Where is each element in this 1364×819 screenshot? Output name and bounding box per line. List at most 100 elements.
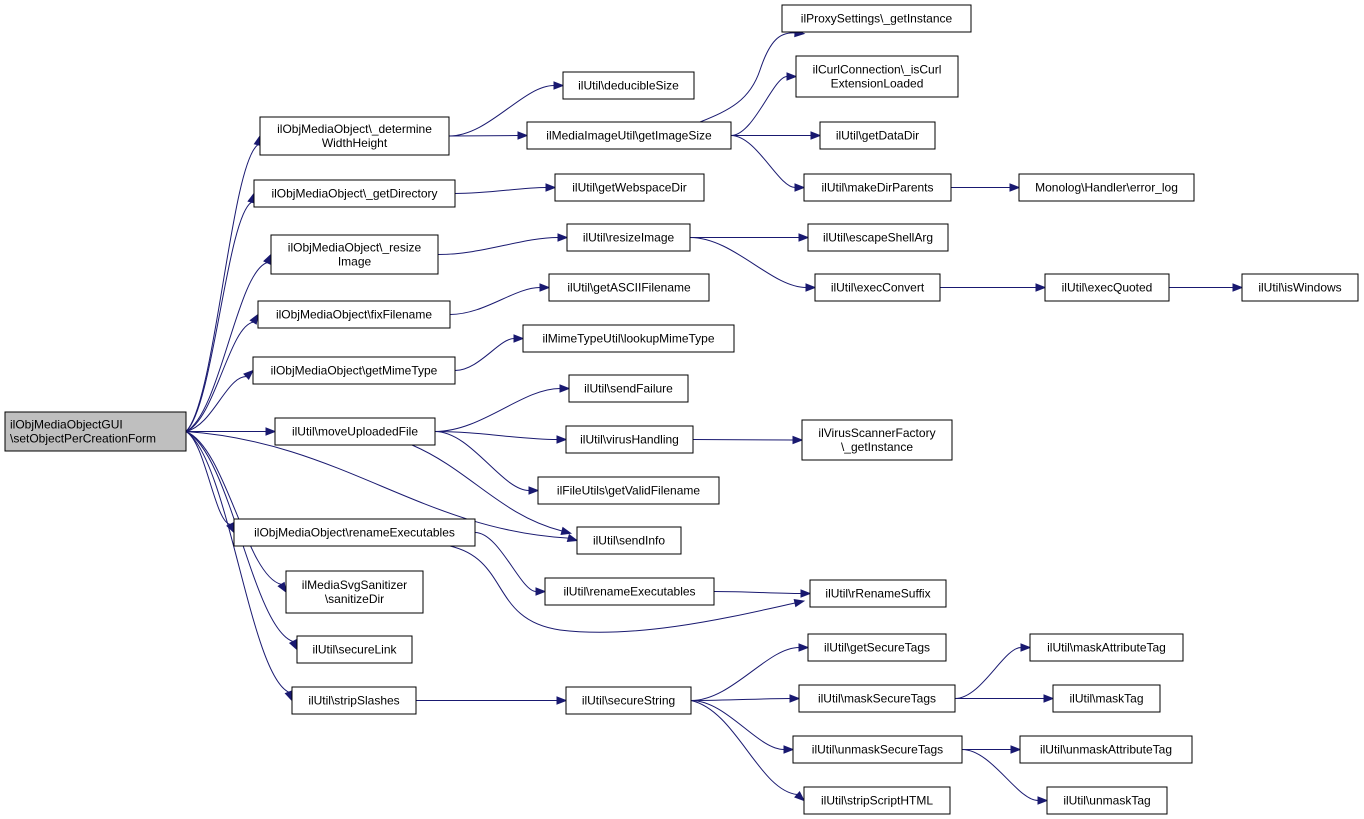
arrowhead — [556, 435, 568, 444]
node-ilutil-sendfailure[interactable]: ilUtil\sendFailure — [568, 374, 689, 403]
node-ilmimetypeutil-lookupmimetype[interactable]: ilMimeTypeUtil\lookupMimeType — [522, 324, 735, 353]
node-ilutil-deduciblesize[interactable]: ilUtil\deducibleSize — [562, 71, 695, 100]
node-ilutil-masktag[interactable]: ilUtil\maskTag — [1052, 684, 1161, 713]
edge-line — [411, 444, 563, 532]
node-ilobjmediaobject-getmimetype[interactable]: ilObjMediaObject\getMimeType — [252, 356, 456, 385]
edge-line — [185, 144, 259, 432]
node-ilutil-unmasktag[interactable]: ilUtil\unmaskTag — [1046, 786, 1168, 815]
node-label: ilObjMediaObject\_resize — [288, 241, 422, 255]
node-ilutil-execconvert[interactable]: ilUtil\execConvert — [814, 273, 941, 302]
node-box — [566, 223, 691, 252]
node-ilutil-unmasksecuretags[interactable]: ilUtil\unmaskSecureTags — [792, 735, 963, 764]
edge-determineWH-to-deducibleSize — [448, 81, 565, 137]
edge-line — [185, 321, 254, 432]
node-ilutil-getsecuretags[interactable]: ilUtil\getSecureTags — [807, 633, 947, 662]
edge-resizeImageObj-to-resizeImage — [437, 233, 569, 255]
node-ilobjmediaobject-getdirectory[interactable]: ilObjMediaObject\_getDirectory — [253, 179, 456, 208]
node-monolog-handler-error-log[interactable]: Monolog\Handler\error_log — [1018, 173, 1195, 202]
node-ilutil-getasciifilename[interactable]: ilUtil\getASCIIFilename — [548, 273, 710, 302]
node-ilutil-iswindows[interactable]: ilUtil\isWindows — [1241, 273, 1359, 302]
node-ilutil-unmaskattributetag[interactable]: ilUtil\unmaskAttributeTag — [1019, 735, 1193, 764]
node-ilobjmediaobject-renameexecutables[interactable]: ilObjMediaObject\renameExecutables — [233, 518, 476, 547]
node-ilutil-stripslashes[interactable]: ilUtil\stripSlashes — [291, 686, 417, 715]
edge-maskSecureTags-to-maskAttributeTag — [954, 643, 1032, 699]
edge-moveUploadedFile-to-getValidFilename — [434, 431, 540, 495]
edge-line — [474, 532, 537, 592]
arrowhead — [805, 283, 817, 292]
edge-line — [185, 262, 268, 432]
edge-line — [185, 431, 282, 585]
node-box — [807, 633, 947, 662]
arrowhead — [288, 639, 298, 651]
edge-getMimeType-to-lookupMimeType — [454, 334, 525, 371]
node-ilfileutils-getvalidfilename[interactable]: ilFileUtils\getValidFilename — [537, 476, 720, 505]
node-box — [285, 570, 424, 614]
node-ilutil-securestring[interactable]: ilUtil\secureString — [565, 686, 692, 715]
node-label: ilUtil\isWindows — [1258, 281, 1341, 295]
node-ilmediasvgsanitizer-sanitizedir[interactable]: ilMediaSvgSanitizer\sanitizeDir — [285, 570, 424, 614]
node-box — [1052, 684, 1161, 713]
edge-root-to-fixFilename — [185, 313, 259, 432]
edge-line — [437, 237, 559, 255]
edge-root-to-svgSanitizer — [185, 431, 287, 594]
node-box — [4, 411, 187, 452]
node-label: ilUtil\escapeShellArg — [823, 231, 933, 245]
node-label: ilUtil\resizeImage — [583, 231, 675, 245]
node-ilutil-maskattributetag[interactable]: ilUtil\maskAttributeTag — [1029, 633, 1184, 662]
node-ilutil-getwebspacedir[interactable]: ilUtil\getWebspaceDir — [554, 173, 705, 202]
edge-line — [730, 76, 788, 136]
node-label: \sanitizeDir — [325, 592, 384, 606]
arrowhead — [1010, 745, 1022, 754]
node-ilutil-stripscripthtml[interactable]: ilUtil\stripScriptHTML — [803, 786, 951, 815]
edge-getDirectory-to-getWebspaceDir — [454, 183, 557, 194]
arrowhead — [566, 533, 579, 543]
arrowhead — [249, 313, 259, 325]
node-ilutil-execquoted[interactable]: ilUtil\execQuoted — [1044, 273, 1170, 302]
node-ilutil-securelink[interactable]: ilUtil\secureLink — [296, 635, 413, 664]
arrowhead — [1043, 694, 1055, 703]
node-ilutil-masksecuretags[interactable]: ilUtil\maskSecureTags — [798, 684, 956, 713]
node-ilobjmediaobjectgui-setobjectpercreationform[interactable]: ilObjMediaObjectGUI\setObjectPerCreation… — [4, 411, 187, 452]
node-ilutil-escapeshellarg[interactable]: ilUtil\escapeShellArg — [807, 223, 949, 252]
node-box — [803, 786, 951, 815]
edge-renameExecObj-to-rRenameSuffix — [449, 545, 806, 633]
arrowhead — [1009, 183, 1021, 192]
edge-maskSecureTags-to-maskTag — [955, 694, 1055, 703]
node-label: \setObjectPerCreationForm — [10, 432, 156, 446]
edge-line — [434, 388, 561, 432]
arrowhead — [793, 598, 806, 608]
node-label: ilUtil\makeDirParents — [821, 181, 933, 195]
arrowhead — [559, 384, 571, 393]
edge-execConvert-to-execQuoted — [940, 283, 1047, 292]
node-ilutil-sendinfo[interactable]: ilUtil\sendInfo — [576, 526, 682, 555]
node-box — [253, 179, 456, 208]
arrowhead — [798, 643, 810, 652]
arrowhead — [284, 690, 293, 702]
node-box — [259, 116, 450, 156]
node-ilutil-makedirparents[interactable]: ilUtil\makeDirParents — [803, 173, 952, 202]
node-ilutil-moveuploadedfile[interactable]: ilUtil\moveUploadedFile — [274, 417, 436, 446]
node-ilutil-getdatadir[interactable]: ilUtil\getDataDir — [819, 121, 936, 150]
node-label: ilUtil\secureLink — [312, 643, 397, 657]
edge-secureString-to-getSecureTags — [690, 643, 810, 701]
node-ilproxysettings-getinstance[interactable]: ilProxySettings\_getInstance — [781, 4, 972, 33]
node-ilutil-resizeimage[interactable]: ilUtil\resizeImage — [566, 223, 691, 252]
node-ilutil-rrenamesuffix[interactable]: ilUtil\rRenameSuffix — [809, 579, 947, 608]
edge-line — [692, 439, 794, 441]
arrowhead — [560, 526, 573, 535]
node-box — [1241, 273, 1359, 302]
node-label: ilUtil\getWebspaceDir — [572, 181, 687, 195]
node-ilmediaimageutil-getimagesize[interactable]: ilMediaImageUtil\getImageSize — [526, 121, 732, 150]
call-nodes: ilObjMediaObjectGUI\setObjectPerCreation… — [4, 4, 1359, 815]
node-ilutil-renameexecutables[interactable]: ilUtil\renameExecutables — [544, 577, 715, 606]
arrowhead — [798, 233, 810, 242]
node-label: ilMediaImageUtil\getImageSize — [546, 129, 712, 143]
node-ilobjmediaobject-resize-image[interactable]: ilObjMediaObject\_resizeImage — [270, 234, 439, 275]
node-ilutil-virushandling[interactable]: ilUtil\virusHandling — [565, 425, 694, 454]
edge-secureString-to-stripScriptHTML — [690, 700, 806, 802]
node-box — [795, 55, 959, 98]
node-ilvirusscannerfactory-getinstance[interactable]: ilVirusScannerFactory\_getInstance — [801, 419, 953, 461]
node-ilobjmediaobject-fixfilename[interactable]: ilObjMediaObject\fixFilename — [257, 300, 451, 329]
